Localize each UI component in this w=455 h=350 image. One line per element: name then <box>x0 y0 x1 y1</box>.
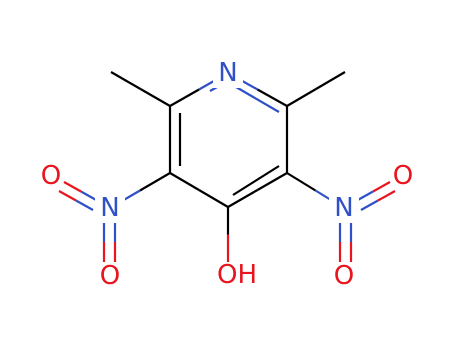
nitro-right-nitrogen-label: N <box>334 193 353 223</box>
nitro-left-oxygen-bottom-label: O <box>100 261 120 291</box>
ring-bond <box>227 189 259 208</box>
ring-bond <box>198 189 229 208</box>
ring-bond <box>169 88 200 107</box>
nitro-bond <box>75 199 94 211</box>
methyl-bond <box>315 71 346 90</box>
nitro-right-oxygen-top-label: O <box>393 161 413 191</box>
methyl-bond <box>110 71 142 90</box>
atom-label-group: N N O O N O O OH <box>41 58 413 291</box>
nitro-bond <box>372 181 391 193</box>
c-n-bond <box>139 172 171 192</box>
nitro-bond <box>377 190 396 202</box>
ring-bond <box>256 172 288 191</box>
nitro-right-oxygen-bottom-label: O <box>334 261 354 291</box>
methyl-bond <box>286 88 317 107</box>
ring-bond <box>169 172 200 191</box>
ring-bond-inner <box>235 86 280 113</box>
ring-bond-inner <box>232 165 280 196</box>
methyl-bond <box>139 88 171 107</box>
nitro-bond <box>63 181 82 193</box>
nitro-left-oxygen-top-label: O <box>41 161 61 191</box>
ring-bond <box>256 88 288 107</box>
bond-group <box>58 71 396 262</box>
c-n-bond <box>286 172 317 192</box>
nitro-bond <box>58 190 77 202</box>
hydroxyl-label: OH <box>217 260 257 290</box>
nitro-bond <box>360 199 379 211</box>
nitro-left-nitrogen-label: N <box>100 193 119 223</box>
ring-nitrogen-label: N <box>218 58 237 88</box>
